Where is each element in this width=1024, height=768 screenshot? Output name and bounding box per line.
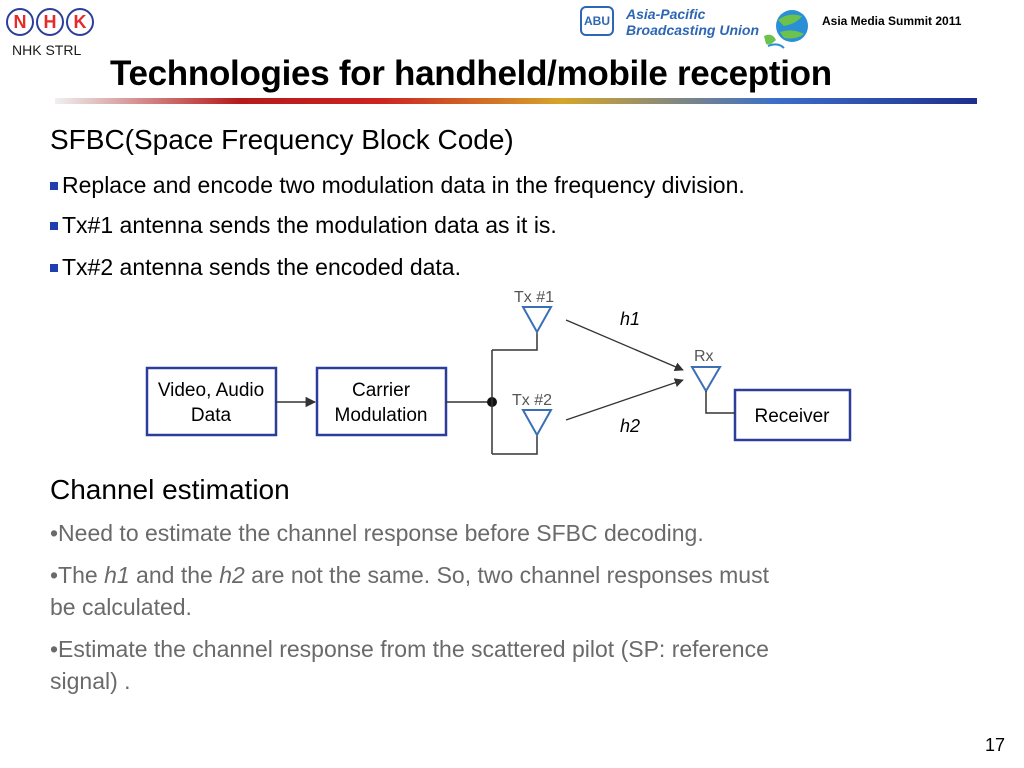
sfbc-bullet-1-text: Replace and encode two modulation data i…: [62, 172, 745, 198]
rx-antenna-icon: [690, 366, 722, 393]
nhk-letter-n: N: [6, 8, 34, 36]
square-bullet-icon: [50, 222, 58, 230]
tx2-antenna-icon: [521, 409, 553, 438]
summit-label: Asia Media Summit 2011: [822, 14, 962, 28]
rx-to-receiver-line: [705, 391, 735, 414]
antenna-feed-lines: [491, 332, 538, 455]
channel-bullet-2: •The h1 and the h2 are not the same. So,…: [50, 562, 769, 589]
summit-globe-icon: [764, 10, 808, 49]
nhk-strl-label: NHK STRL: [12, 42, 82, 58]
abu-name-line2: Broadcasting Union: [626, 22, 760, 38]
channel-heading: Channel estimation: [50, 474, 290, 505]
sfbc-bullet-1: Replace and encode two modulation data i…: [50, 172, 745, 199]
title-divider: [55, 98, 977, 104]
carrier-label-1: Carrier: [352, 380, 411, 401]
rx-label: Rx: [694, 348, 714, 365]
page-number: 17: [985, 735, 1006, 755]
channel-bullet-3-line1: •Estimate the channel response from the …: [50, 636, 769, 662]
carrier-label-2: Modulation: [335, 405, 428, 426]
sfbc-bullet-2-text: Tx#1 antenna sends the modulation data a…: [62, 212, 557, 238]
slide-title: Technologies for handheld/mobile recepti…: [110, 54, 832, 93]
abu-logo-mark: ABU: [580, 6, 614, 36]
channel-bullet-2-h2: h2: [219, 562, 245, 588]
tx1-antenna-icon: [521, 306, 553, 335]
square-bullet-icon: [50, 182, 58, 190]
sfbc-bullet-2: Tx#1 antenna sends the modulation data a…: [50, 212, 557, 239]
channel-bullet-3-line2: signal) .: [50, 668, 131, 694]
receiver-label: Receiver: [755, 406, 831, 427]
square-bullet-icon: [50, 264, 58, 272]
channel-bullet-2-mid: and the: [129, 562, 220, 588]
channel-bullet-2-post: are not the same. So, two channel respon…: [244, 562, 769, 588]
h2-label: h2: [620, 416, 640, 436]
channel-bullet-2-line2: be calculated.: [50, 594, 192, 620]
channel-bullet-2-pre: •The: [50, 562, 105, 588]
abu-name-line1: Asia-Pacific: [626, 6, 706, 22]
h1-path-arrow: [565, 319, 684, 371]
nhk-letter-h: H: [36, 8, 64, 36]
sfbc-bullet-3: Tx#2 antenna sends the encoded data.: [50, 254, 461, 281]
h2-path-arrow: [565, 378, 684, 421]
tx1-label: Tx #1: [514, 289, 554, 306]
video-audio-label-1: Video, Audio: [158, 380, 264, 401]
sfbc-heading: SFBC(Space Frequency Block Code): [50, 124, 514, 155]
channel-bullet-1: •Need to estimate the channel response b…: [50, 520, 704, 546]
sfbc-bullet-3-text: Tx#2 antenna sends the encoded data.: [62, 254, 461, 280]
h1-label: h1: [620, 309, 640, 329]
carrier-modulation-box: [315, 366, 448, 437]
sfbc-diagram: Video, Audio Data Carrier Modulation Rec…: [145, 289, 852, 455]
receiver-box: [733, 388, 852, 442]
tx2-label: Tx #2: [512, 392, 552, 409]
video-audio-label-2: Data: [191, 405, 232, 426]
nhk-logo: N H K: [6, 8, 98, 64]
nhk-letter-k: K: [66, 8, 94, 36]
channel-bullet-2-h1: h1: [104, 562, 130, 588]
